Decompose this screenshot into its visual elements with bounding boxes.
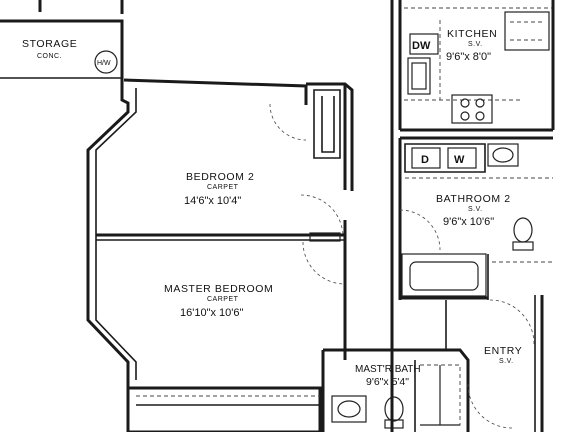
- master-bedroom: MASTER BEDROOM CARPET 16'10"x 10'6": [128, 241, 346, 432]
- svg-text:H/W: H/W: [97, 60, 111, 67]
- kitchen-label: KITCHEN: [447, 28, 497, 40]
- bedroom-2: BEDROOM 2 CARPET 14'6"x 10'4": [123, 78, 354, 237]
- range-icon: [451, 94, 493, 124]
- dryer-icon: D: [411, 147, 441, 169]
- bathroom-2-finish: S.V.: [468, 206, 483, 213]
- interior-wall-bedrooms: [96, 220, 347, 360]
- masters-bath: MAST'R BATH 9'6"x 5'4": [321, 348, 470, 432]
- exterior-wall-left: [86, 78, 137, 432]
- master-bedroom-dims: 16'10"x 10'6": [180, 307, 243, 319]
- kitchen: DW KITCHEN S.V. 9'6"x 8'0": [390, 0, 555, 432]
- sink-icon: [407, 57, 431, 95]
- master-bedroom-finish: CARPET: [207, 296, 239, 303]
- sink-icon: [487, 143, 519, 167]
- storage-finish: CONC.: [37, 53, 62, 60]
- sink-icon: [331, 395, 367, 423]
- svg-text:W: W: [454, 154, 465, 166]
- entry-label: ENTRY: [484, 345, 522, 357]
- master-bedroom-label: MASTER BEDROOM: [164, 283, 273, 295]
- bedroom-2-dims: 14'6"x 10'4": [184, 195, 241, 207]
- kitchen-dims: 9'6"x 8'0": [446, 51, 491, 63]
- toilet-icon: [512, 217, 534, 251]
- masters-bath-label: MAST'R BATH: [355, 364, 421, 375]
- svg-text:DW: DW: [412, 40, 431, 52]
- storage-label: STORAGE: [22, 38, 77, 50]
- kitchen-finish: S.V.: [468, 41, 483, 48]
- bathtub-icon: [400, 253, 488, 300]
- washer-icon: W: [447, 147, 477, 169]
- bathroom-2: D W BATHROOM 2 S.V. 9'6"x 10'6": [398, 136, 553, 300]
- entry: ENTRY S.V.: [445, 295, 544, 432]
- dishwasher-icon: DW: [409, 33, 439, 55]
- masters-bath-dims: 9'6"x 5'4": [366, 376, 409, 388]
- water-heater-icon: H/W: [94, 50, 118, 74]
- bathroom-2-label: BATHROOM 2: [436, 193, 511, 205]
- bedroom-2-label: BEDROOM 2: [186, 171, 254, 183]
- bathroom-2-dims: 9'6"x 10'6": [443, 216, 494, 228]
- entry-finish: S.V.: [499, 358, 514, 365]
- svg-text:D: D: [421, 154, 429, 166]
- toilet-icon: [384, 396, 404, 429]
- bedroom-2-finish: CARPET: [207, 184, 239, 191]
- storage-room: STORAGE CONC. H/W: [0, 0, 124, 79]
